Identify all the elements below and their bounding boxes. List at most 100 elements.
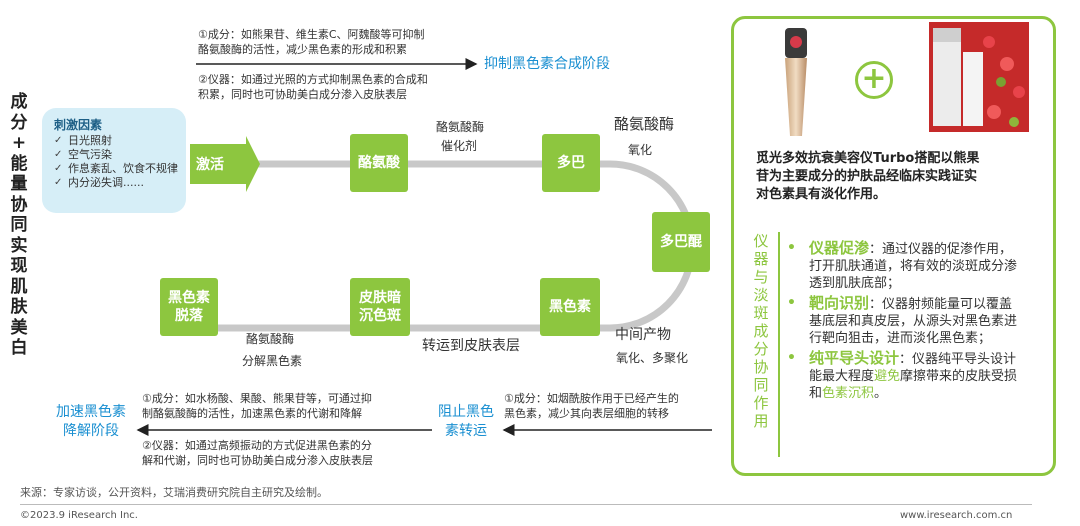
- stage-inhibit-synthesis: 抑制黑色素合成阶段: [484, 56, 610, 72]
- subtitle-char: 仪: [753, 232, 769, 250]
- stimulus-list: 日光照射 空气污染 作息紊乱、饮食不规律 内分泌失调......: [54, 134, 182, 190]
- title-char: 协: [10, 194, 28, 215]
- stimulus-heading: 刺激因素: [54, 118, 103, 132]
- title-char: 同: [10, 215, 28, 235]
- skincare-product-image: [929, 22, 1029, 132]
- label-enzyme-bottom: 酪氨酸酶: [246, 332, 295, 346]
- label-oxidation-polymerization: 氧化、多聚化: [616, 351, 689, 365]
- bullet-text: 。: [874, 386, 888, 401]
- stage-block-transport: 阻止黑色 素转运: [432, 403, 500, 441]
- note-line: 黑色素，减少其向表层细胞的转移: [504, 407, 669, 420]
- subtitle-char: 分: [753, 340, 769, 358]
- bullet-dot-icon: •: [787, 240, 796, 256]
- label-catalyst: 催化剂: [441, 139, 478, 153]
- label-transport: 转运到皮肤表层: [422, 338, 520, 354]
- note-line: 解和代谢，同时也可协助美白成分渗入皮肤表层: [142, 454, 373, 467]
- node-line: 皮肤暗: [359, 290, 401, 306]
- label-enzyme-right: 酪氨酸酶: [614, 115, 675, 133]
- title-char: 美: [10, 317, 28, 338]
- process-loop: [190, 160, 696, 332]
- subtitle-char: 成: [753, 322, 769, 340]
- note-device-inhibit: ②仪器：如通过光照的方式抑制黑色素的合成和 积累，同时也可协助美白成分渗入皮肤表…: [198, 72, 428, 102]
- claim-line: 对色素具有淡化作用。: [756, 187, 887, 202]
- bullet-penetration: • 仪器促渗：通过仪器的促渗作用，打开肌肤通道，将有效的淡斑成分渗透到肌肤底部；: [785, 240, 1023, 292]
- node-melanin: 黑色素: [540, 278, 600, 336]
- product-panel: [731, 16, 1056, 476]
- plus-icon: +: [855, 61, 893, 99]
- node-line: 脱落: [175, 308, 203, 324]
- subtitle-char: 协: [753, 358, 769, 376]
- note-line: ①成分：如烟酰胺作用于已经产生的: [504, 392, 679, 405]
- stage-line: 加速黑色素: [56, 404, 126, 420]
- bullet-keyword: 纯平导头设计: [809, 349, 900, 367]
- stage-accelerate-degradation: 加速黑色素 降解阶段: [50, 403, 132, 441]
- node-skin-darkening: 皮肤暗 沉色斑: [350, 278, 410, 336]
- beauty-device-image: [760, 22, 830, 140]
- title-char: 肤: [10, 297, 28, 317]
- title-char: 能: [10, 153, 28, 174]
- label-oxidize: 氧化: [628, 143, 653, 157]
- title-char: 肌: [10, 276, 28, 297]
- bullet-dot-icon: •: [787, 350, 796, 366]
- claim-line: 苷为主要成分的护肤品经临床实践证实: [756, 169, 978, 184]
- note-ingredient-inhibit: ①成分：如熊果苷、维生素C、阿魏酸等可抑制 酪氨酸酶的活性，减少黑色素的形成和积…: [198, 27, 425, 57]
- bullet-keyword: 仪器促渗: [809, 239, 870, 257]
- node-melanin-shedding: 黑色素 脱落: [160, 278, 218, 336]
- label-enzyme-top: 酪氨酸酶: [436, 120, 485, 134]
- title-char: 量: [10, 174, 28, 194]
- node-line: 沉色斑: [359, 308, 401, 324]
- node-dopaquinone: 多巴醌: [652, 212, 710, 272]
- title-char: 现: [10, 256, 28, 276]
- title-char: 分: [10, 112, 28, 133]
- stage-line: 素转运: [445, 423, 487, 439]
- subtitle-char: 同: [753, 376, 769, 394]
- note-ingredient-block: ①成分：如烟酰胺作用于已经产生的 黑色素，减少其向表层细胞的转移: [504, 391, 679, 421]
- vertical-title: 成 分 + 能 量 协 同 实 现 肌 肤 美 白: [8, 92, 30, 359]
- note-device-degrade: ②仪器：如通过高频振动的方式促进黑色素的分 解和代谢，同时也可协助美白成分渗入皮…: [142, 438, 373, 468]
- bullet-text: ：仪器射频能量可以覆盖基底层和真皮层，从源头对黑色素进行靶向狙击，进而淡化黑色素…: [809, 297, 1018, 346]
- note-ingredient-degrade: ①成分：如水杨酸、果酸、熊果苷等，可通过抑 制酪氨酸酶的活性，加速黑色素的代谢和…: [142, 391, 372, 421]
- activate-label: 激活: [196, 157, 224, 173]
- subtitle-char: 与: [753, 268, 769, 286]
- source-note: 来源：专家访谈，公开资料，艾瑞消费研究院自主研究及绘制。: [20, 486, 328, 499]
- bullet-keyword: 靶向识别: [809, 294, 870, 312]
- title-char: 成: [10, 92, 28, 112]
- stage-line: 降解阶段: [63, 423, 119, 439]
- claim-line: 觅光多效抗衰美容仪Turbo搭配以熊果: [756, 151, 980, 166]
- subtitle-char: 作: [753, 394, 769, 412]
- activate-arrow: [190, 136, 260, 192]
- list-item: 内分泌失调......: [54, 176, 182, 190]
- beauty-device-icon: [785, 28, 807, 136]
- label-decompose: 分解黑色素: [242, 354, 303, 368]
- product-claim: 觅光多效抗衰美容仪Turbo搭配以熊果 苷为主要成分的护肤品经临床实践证实 对色…: [756, 150, 1046, 204]
- node-tyrosine: 酪氨酸: [350, 134, 408, 192]
- footer-url[interactable]: www.iresearch.com.cn: [900, 510, 1013, 521]
- node-dopa: 多巴: [542, 134, 600, 192]
- note-line: 酪氨酸酶的活性，减少黑色素的形成和积累: [198, 43, 407, 56]
- node-line: 黑色素: [168, 290, 210, 306]
- bullet-text: ：仪器纯平导头设计能最大程度: [809, 352, 1017, 384]
- stimulus-factors-box: 刺激因素 日光照射 空气污染 作息紊乱、饮食不规律 内分泌失调......: [42, 108, 186, 213]
- note-line: ①成分：如水杨酸、果酸、熊果苷等，可通过抑: [142, 392, 372, 405]
- bullet-highlight: 避免: [874, 369, 901, 384]
- title-char: 实: [10, 235, 28, 256]
- label-intermediate: 中间产物: [615, 327, 671, 343]
- vertical-subtitle: 仪 器 与 淡 斑 成 分 协 同 作 用: [752, 232, 770, 430]
- panel-divider: [778, 232, 780, 457]
- bullet-targeting: • 靶向识别：仪器射频能量可以覆盖基底层和真皮层，从源头对黑色素进行靶向狙击，进…: [785, 295, 1023, 347]
- subtitle-char: 用: [753, 412, 769, 430]
- note-line: 积累，同时也可协助美白成分渗入皮肤表层: [198, 88, 407, 101]
- benefit-list: • 仪器促渗：通过仪器的促渗作用，打开肌肤通道，将有效的淡斑成分渗透到肌肤底部；…: [785, 240, 1023, 405]
- bullet-highlight: 色素沉积: [822, 386, 875, 401]
- subtitle-char: 器: [753, 250, 769, 268]
- stage-line: 阻止黑色: [438, 404, 494, 420]
- bullet-text: ：通过仪器的促渗作用，打开肌肤通道，将有效的淡斑成分渗透到肌肤底部；: [809, 242, 1018, 291]
- copyright: ©2023.9 iResearch Inc.: [20, 510, 138, 521]
- bullet-flat-head: • 纯平导头设计：仪器纯平导头设计能最大程度避免摩擦带来的皮肤受损和色素沉积。: [785, 350, 1023, 402]
- subtitle-char: 斑: [753, 304, 769, 322]
- list-item: 空气污染: [54, 148, 182, 162]
- subtitle-char: 淡: [753, 286, 769, 304]
- note-line: ②仪器：如通过光照的方式抑制黑色素的合成和: [198, 73, 428, 86]
- bullet-dot-icon: •: [787, 295, 796, 311]
- berry-bottle-icon: [929, 22, 1029, 132]
